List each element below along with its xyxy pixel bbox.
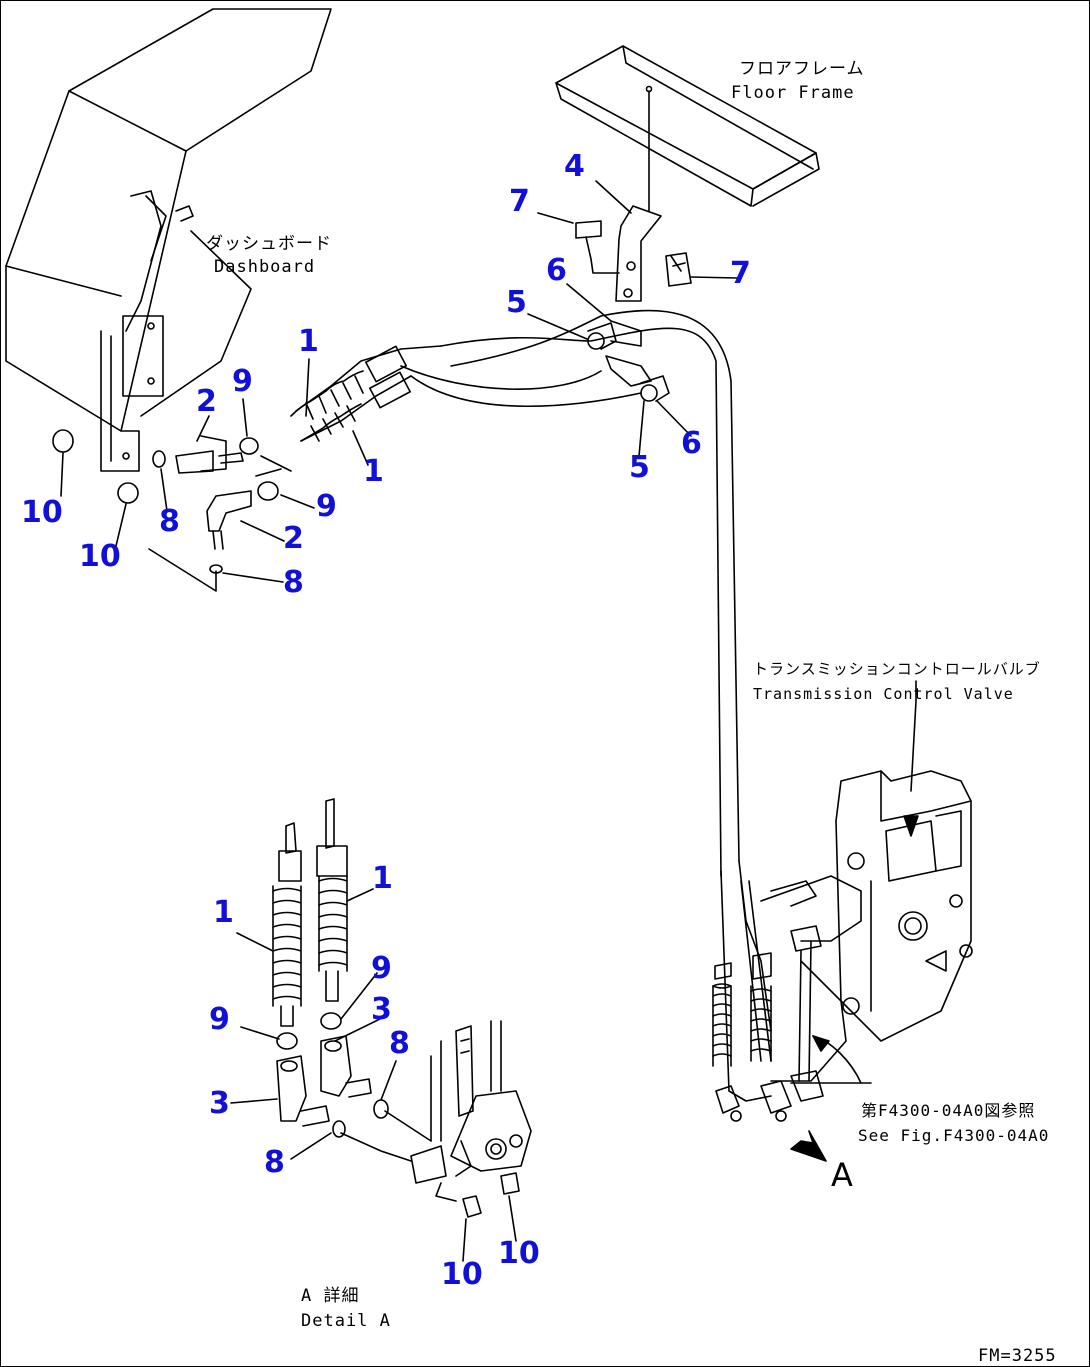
callout-7: 7 bbox=[509, 184, 530, 219]
callout-10: 10 bbox=[498, 1236, 540, 1271]
callout-6: 6 bbox=[546, 253, 567, 288]
floor-frame-label-jp: フロアフレーム bbox=[739, 59, 865, 79]
left-fittings-drawing bbox=[52, 429, 292, 592]
control-valve-label-en: Transmission Control Valve bbox=[753, 685, 1014, 703]
dashboard-drawing bbox=[5, 8, 332, 472]
callout-8: 8 bbox=[283, 565, 304, 600]
callout-4: 4 bbox=[564, 149, 585, 184]
callout-9: 9 bbox=[371, 951, 392, 986]
valve-springs-drawing bbox=[712, 952, 824, 1122]
detail-a-label-jp: A 詳細 bbox=[301, 1286, 360, 1306]
callout-5: 5 bbox=[506, 285, 527, 320]
reference-label-jp: 第F4300-04A0図参照 bbox=[861, 1101, 1036, 1120]
callout-9: 9 bbox=[232, 364, 253, 399]
callout-8: 8 bbox=[159, 504, 180, 539]
floor-frame-drawing bbox=[555, 45, 820, 207]
callout-8: 8 bbox=[389, 1026, 410, 1061]
callout-1: 1 bbox=[372, 861, 393, 896]
control-valve-drawing bbox=[720, 770, 973, 1102]
callout-10: 10 bbox=[79, 539, 121, 574]
callout-10: 10 bbox=[441, 1257, 483, 1292]
callout-leaders bbox=[60, 180, 872, 1262]
callout-5: 5 bbox=[629, 450, 650, 485]
callout-10: 10 bbox=[21, 495, 63, 530]
floor-frame-label-en: Floor Frame bbox=[731, 83, 855, 103]
valve-leaders-drawing bbox=[790, 680, 919, 1162]
reference-label-en: See Fig.F4300-04A0 bbox=[858, 1126, 1050, 1145]
dashboard-label-en: Dashboard bbox=[214, 257, 316, 277]
view-letter-a: A bbox=[831, 1156, 853, 1194]
callout-2: 2 bbox=[196, 384, 217, 419]
drawing-number: FM=3255 bbox=[978, 1346, 1057, 1366]
bracket-drawing bbox=[575, 85, 692, 402]
callout-2: 2 bbox=[283, 521, 304, 556]
control-valve-label-jp: トランスミッションコントロールバルブ bbox=[753, 660, 1041, 678]
callout-8: 8 bbox=[264, 1145, 285, 1180]
callout-7: 7 bbox=[730, 256, 751, 291]
callout-3: 3 bbox=[209, 1086, 230, 1121]
callout-9: 9 bbox=[209, 1002, 230, 1037]
callout-1: 1 bbox=[213, 895, 234, 930]
callout-9: 9 bbox=[316, 489, 337, 524]
callout-1: 1 bbox=[298, 324, 319, 359]
callout-6: 6 bbox=[681, 426, 702, 461]
callout-3: 3 bbox=[371, 992, 392, 1027]
dashboard-label-jp: ダッシュボード bbox=[206, 234, 332, 254]
cables-drawing bbox=[290, 309, 740, 877]
detail-a-label-en: Detail A bbox=[301, 1311, 391, 1331]
detail-a-drawing bbox=[272, 798, 532, 1218]
callout-1: 1 bbox=[363, 454, 384, 489]
